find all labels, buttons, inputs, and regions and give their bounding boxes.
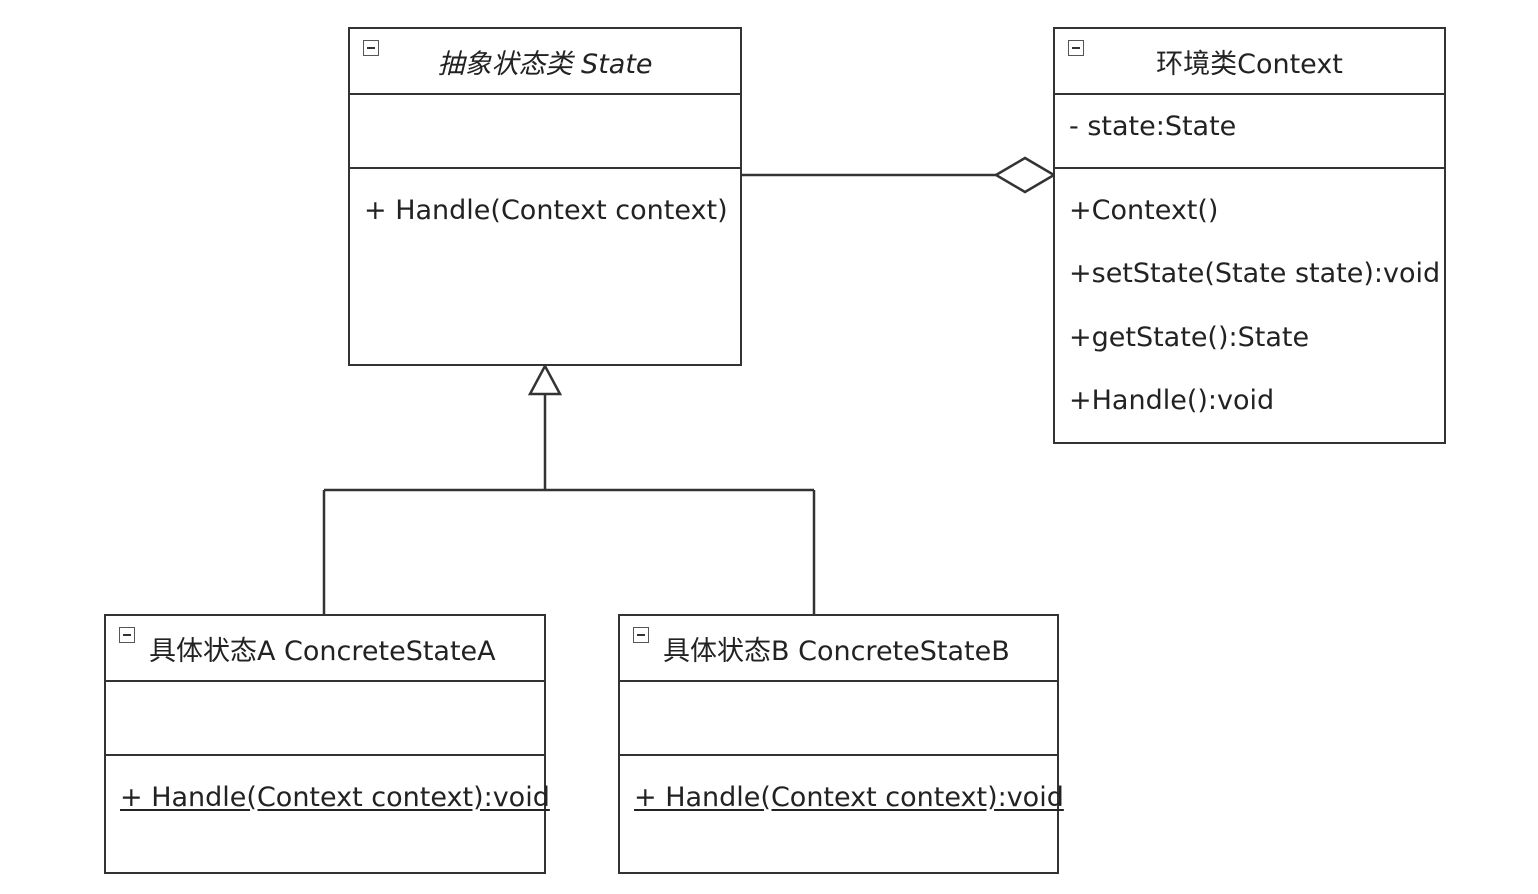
attributes-section xyxy=(350,93,740,167)
methods-section: + Handle(Context context):void xyxy=(620,754,1064,894)
class-title: 具体状态B ConcreteStateB xyxy=(663,635,1010,667)
class-abstract-state[interactable]: 抽象状态类 State + Handle(Context context) xyxy=(348,27,742,366)
collapse-icon[interactable] xyxy=(1068,40,1084,56)
attribute-state: - state:State xyxy=(1069,111,1237,142)
method-handle: + Handle(Context context):void xyxy=(120,782,550,813)
method-constructor: +Context() xyxy=(1069,195,1219,226)
class-context[interactable]: 环境类Context - state:State +Context() +set… xyxy=(1053,27,1446,444)
methods-section: + Handle(Context context):void xyxy=(106,754,550,894)
class-title: 具体状态A ConcreteStateA xyxy=(149,635,496,667)
attributes-section xyxy=(106,680,544,754)
collapse-icon[interactable] xyxy=(363,40,379,56)
class-header: 环境类Context xyxy=(1055,29,1444,93)
connectors-layer xyxy=(322,156,1057,615)
collapse-icon[interactable] xyxy=(633,627,649,643)
class-title: 抽象状态类 State xyxy=(437,48,653,80)
method-handle: +Handle():void xyxy=(1069,385,1275,416)
methods-section: + Handle(Context context) xyxy=(350,167,740,364)
class-title: 环境类Context xyxy=(1156,48,1343,80)
method-handle: + Handle(Context context) xyxy=(364,195,728,226)
class-header: 具体状态B ConcreteStateB xyxy=(620,616,1057,680)
method-get-state: +getState():State xyxy=(1069,322,1310,353)
generalization-arrowhead xyxy=(527,363,563,396)
class-concrete-state-b[interactable]: 具体状态B ConcreteStateB + Handle(Context co… xyxy=(618,614,1064,874)
method-handle: + Handle(Context context):void xyxy=(634,782,1064,813)
attributes-section: - state:State xyxy=(1055,93,1444,167)
class-concrete-state-a[interactable]: 具体状态A ConcreteStateA + Handle(Context co… xyxy=(104,614,550,874)
collapse-icon[interactable] xyxy=(119,627,135,643)
methods-section: +Context() +setState(State state):void +… xyxy=(1055,167,1444,442)
class-header: 抽象状态类 State xyxy=(350,29,740,93)
class-header: 具体状态A ConcreteStateA xyxy=(106,616,544,680)
aggregation-diamond xyxy=(993,156,1057,194)
method-set-state: +setState(State state):void xyxy=(1069,258,1441,289)
attributes-section xyxy=(620,680,1057,754)
